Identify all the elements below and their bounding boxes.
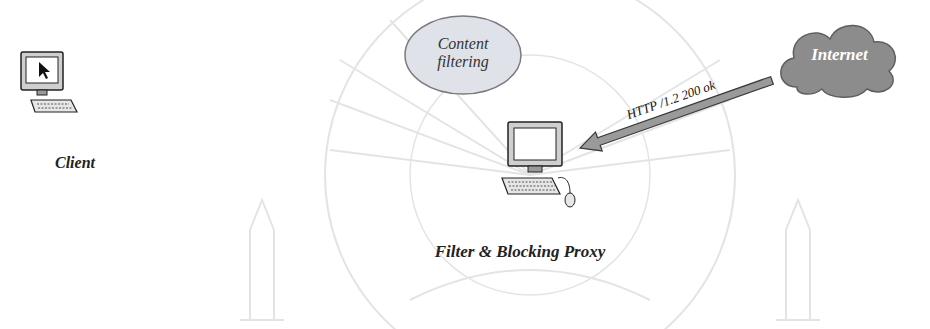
proxy-computer: Filter & Blocking Proxy [490, 118, 580, 210]
watermark-circle [325, 0, 735, 329]
watermark-ray [330, 100, 530, 175]
ellipse-outline [405, 16, 521, 94]
watermark-rays [240, 0, 820, 329]
node-label: Filter & Blocking Proxy [370, 242, 670, 262]
client-computer: Client [15, 50, 77, 122]
monitor-screen [26, 57, 58, 83]
monitor-case [508, 122, 562, 166]
monitor-screen [514, 128, 556, 160]
keyboard [502, 178, 560, 194]
watermark-tower [776, 200, 820, 320]
client-shape [15, 50, 77, 122]
watermark-tower [240, 200, 284, 320]
proxy-shape [490, 118, 580, 210]
keyboard [31, 100, 77, 112]
keyboard-keys [37, 104, 72, 108]
monitor-stand [37, 90, 47, 95]
node-label: Internet [782, 45, 897, 65]
node-label: Client [20, 154, 130, 172]
flow-arrow [580, 77, 773, 151]
keyboard-keys [508, 182, 556, 190]
cursor-icon [39, 62, 50, 79]
internet-cloud: Internet [772, 15, 902, 100]
monitor-case [21, 52, 63, 90]
mouse [565, 193, 575, 207]
edge-label: HTTP /1.2 200 ok [625, 77, 718, 123]
watermark-ray [330, 150, 530, 175]
node-label: Content filtering [423, 35, 503, 72]
watermark-arc [410, 270, 650, 300]
mouse-cord [558, 178, 570, 193]
content-filter-ellipse: Content filtering [404, 15, 522, 95]
monitor-stand [528, 166, 542, 172]
